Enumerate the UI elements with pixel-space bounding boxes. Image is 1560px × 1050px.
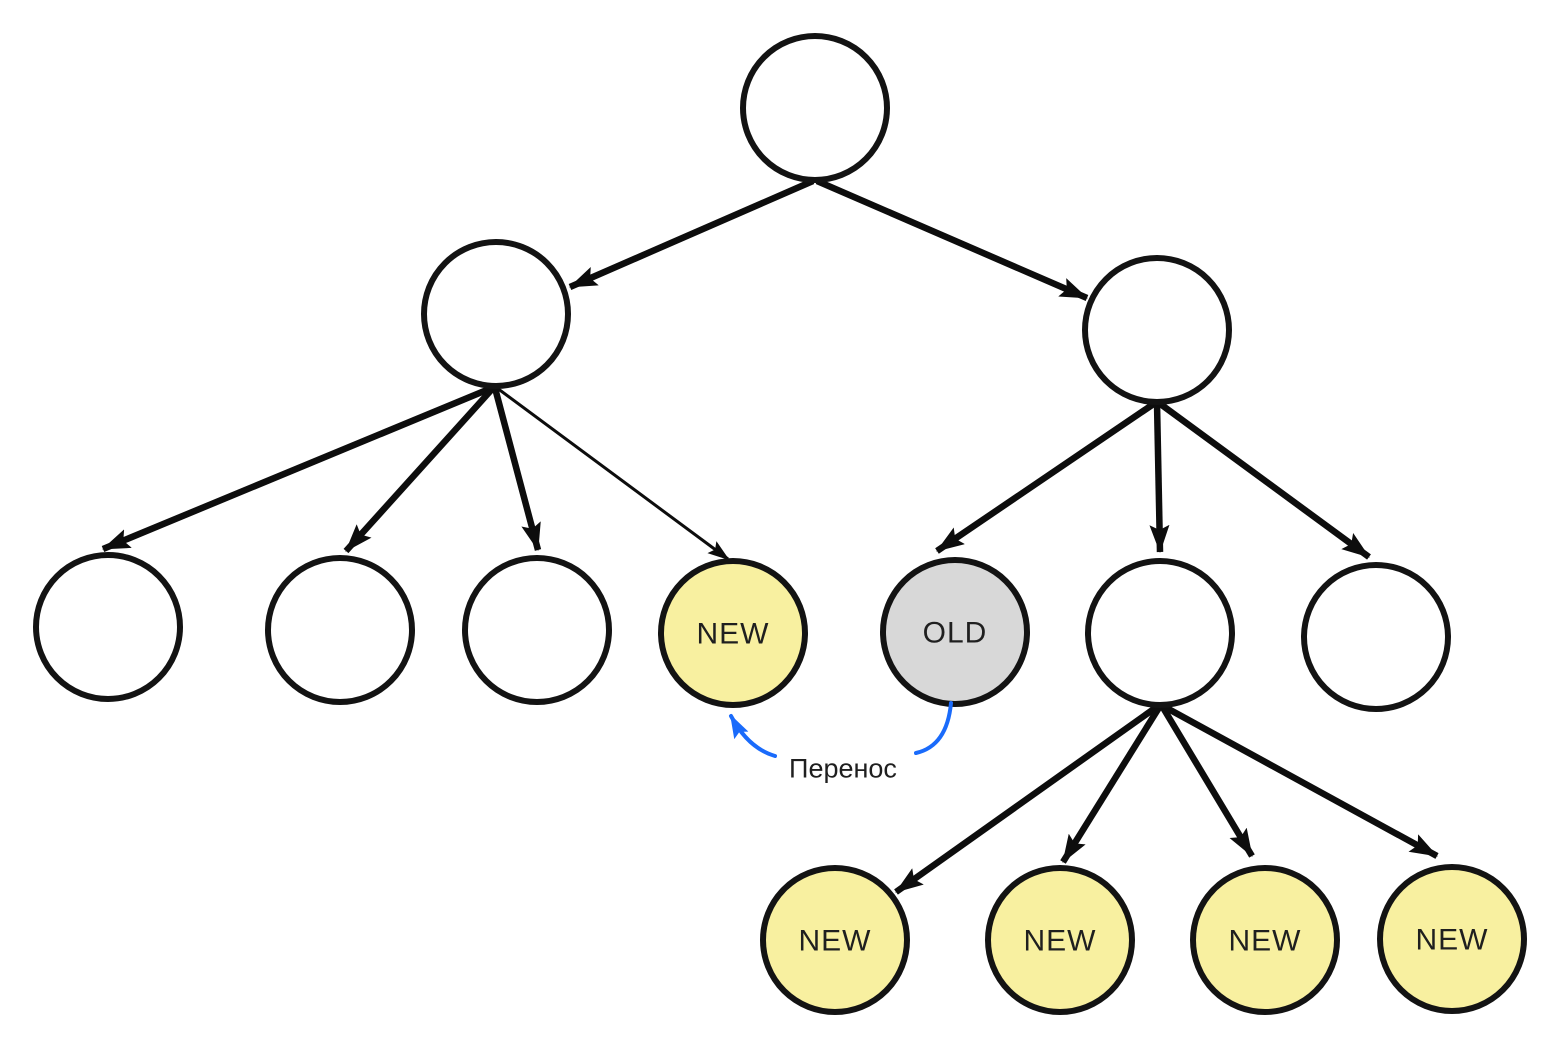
transfer-label: Перенос — [789, 753, 897, 783]
edge-l3-mid-to-l4-new4 — [1161, 703, 1439, 859]
transfer-annotation: Перенос — [729, 701, 953, 783]
tree-node-label-l3-new: NEW — [697, 618, 770, 651]
edge-l2-right-to-l3-mid — [1149, 402, 1170, 553]
tree-node-label-l4-new4: NEW — [1416, 924, 1489, 957]
edges-group — [101, 178, 1439, 895]
tree-node-l4-new3 — [1190, 865, 1340, 1015]
tree-node-l4-new4 — [1377, 864, 1527, 1014]
edge-l2-left-to-l3-a — [101, 383, 496, 553]
edge-l2-left-to-l3-b — [343, 384, 497, 554]
edge-l3-mid-to-l4-new2 — [1060, 704, 1163, 864]
tree-node-label-l3-old: OLD — [923, 617, 988, 650]
edge-l2-left-to-l3-c — [491, 387, 542, 551]
tree-node-l3-a — [33, 552, 183, 702]
edge-l3-mid-to-l4-new1 — [894, 703, 1160, 895]
tree-node-l3-c — [462, 555, 612, 705]
edge-l2-left-to-l3-new — [496, 386, 730, 561]
tree-node-l3-new — [658, 558, 808, 708]
tree-node-root — [740, 33, 890, 183]
edge-l3-mid-to-l4-new3 — [1159, 704, 1255, 858]
edge-root-to-l2-right — [815, 178, 1089, 301]
tree-node-l4-new2 — [985, 865, 1135, 1015]
tree-node-label-l4-new2: NEW — [1024, 925, 1097, 958]
edge-root-to-l2-left — [568, 178, 815, 290]
tree-node-l2-left — [421, 239, 571, 389]
tree-node-label-l4-new1: NEW — [799, 925, 872, 958]
tree-node-l3-b — [265, 555, 415, 705]
edge-l2-right-to-l3-old — [935, 400, 1157, 554]
tree-node-l3-old — [880, 557, 1030, 707]
edge-l2-right-to-l3-right — [1157, 400, 1371, 560]
nodes-group: NEW OLD NEW NEW NEW NEW — [33, 33, 1527, 1015]
transfer-arrow-end-segment — [729, 714, 777, 758]
tree-node-l2-right — [1082, 255, 1232, 405]
tree-node-l3-mid — [1085, 558, 1235, 708]
transfer-arrow-start-segment — [914, 701, 953, 755]
tree-node-label-l4-new3: NEW — [1229, 925, 1302, 958]
tree-node-l4-new1 — [760, 865, 910, 1015]
tree-node-l3-right — [1301, 562, 1451, 712]
